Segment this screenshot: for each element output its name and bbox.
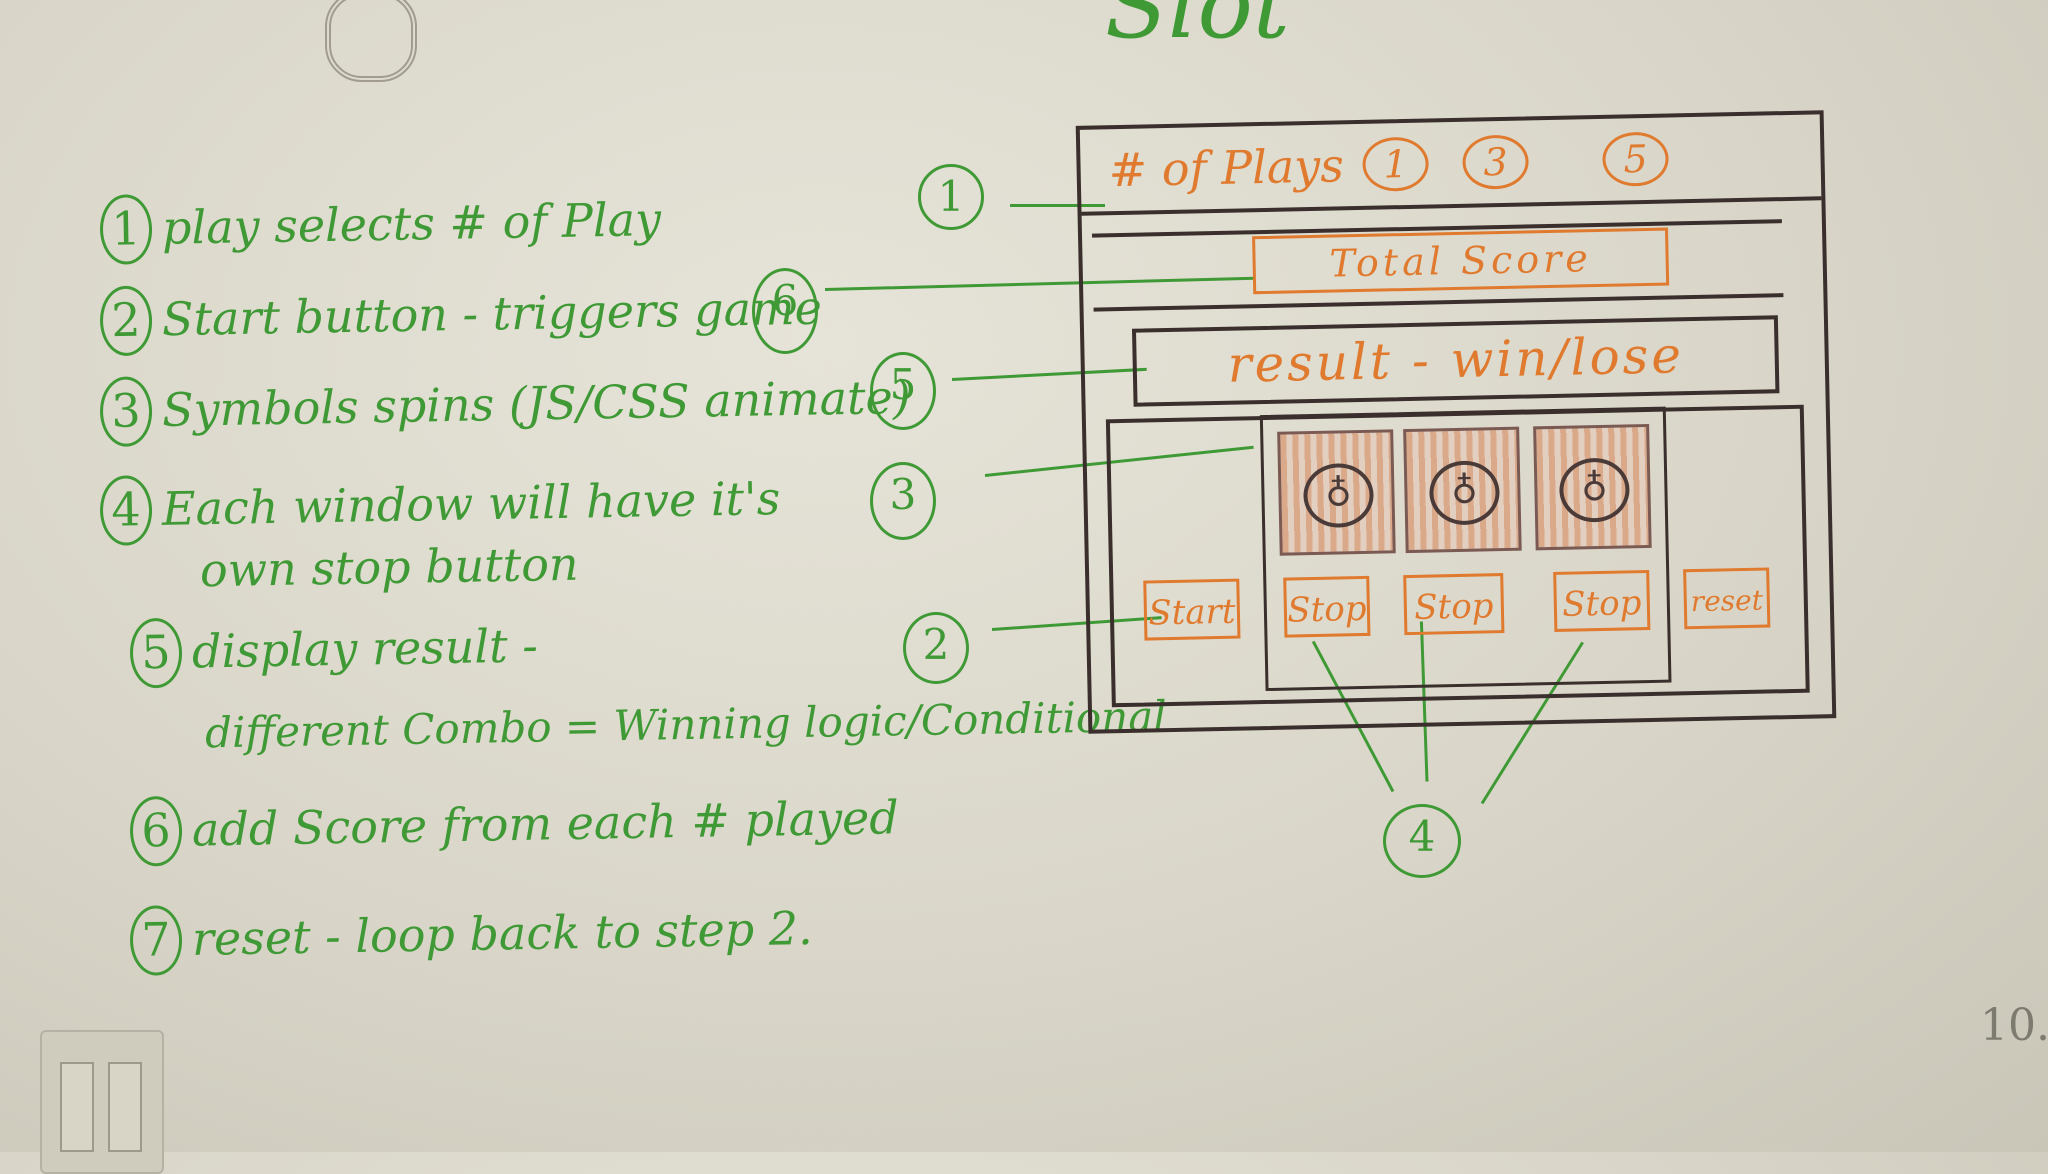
reel-area: ♁ ♁ ♁: [1259, 406, 1672, 692]
note-number: 3: [99, 376, 153, 448]
note-number: 6: [129, 795, 183, 867]
result-display: result - win/lose: [1131, 315, 1780, 407]
plays-label: # of Plays: [1108, 138, 1345, 198]
note-text: display result -: [191, 618, 539, 679]
note-text: different Combo = Winning logic/Conditio…: [204, 691, 1168, 758]
note-text: add Score from each # played: [191, 790, 900, 857]
apple-icon: ♁: [1428, 460, 1501, 526]
play-option-3[interactable]: 3: [1462, 134, 1530, 190]
note-number: 4: [99, 475, 153, 546]
reel-2: ♁: [1403, 426, 1522, 554]
light-switch: [40, 1030, 164, 1174]
divider: [1093, 293, 1784, 312]
plays-selector: # of Plays 1 3 5: [1079, 114, 1822, 216]
note-text: Each window will have it's: [161, 471, 781, 536]
note-number: 7: [129, 905, 183, 976]
note-number: 1: [99, 193, 153, 265]
note-4-continued: own stop button: [200, 537, 579, 598]
note-text: reset - loop back to step 2.: [191, 901, 814, 966]
board-heading: Slot: [1105, 0, 1290, 59]
edge-note: 10.: [1980, 1000, 2048, 1051]
callout-1: 1: [918, 164, 984, 230]
reel-3: ♁: [1533, 423, 1652, 551]
stop-button-3[interactable]: Stop: [1553, 569, 1651, 632]
start-button[interactable]: Start: [1143, 578, 1241, 641]
note-text: play selects # of Play: [161, 192, 662, 255]
apple-icon: ♁: [1558, 457, 1631, 523]
callout-4: 4: [1383, 804, 1461, 878]
callout-6: 6: [752, 268, 818, 354]
play-option-1[interactable]: 1: [1362, 136, 1430, 192]
callout-3: 3: [870, 462, 936, 540]
magnet-icon: [325, 0, 417, 82]
slot-wireframe: # of Plays 1 3 5 Total Score result - wi…: [1075, 110, 1837, 734]
reel-1: ♁: [1277, 429, 1396, 556]
note-5-continued: different Combo = Winning logic/Conditio…: [205, 692, 1167, 758]
note-text: Symbols spins (JS/CSS animate): [161, 369, 912, 437]
note-number: 5: [129, 617, 183, 689]
reset-button[interactable]: reset: [1683, 567, 1771, 630]
note-text: Start button - triggers game: [161, 280, 823, 347]
slot-machine: ♁ ♁ ♁ Start Stop Stop Stop reset: [1105, 404, 1810, 708]
note-text: own stop button: [199, 536, 579, 598]
apple-icon: ♁: [1302, 462, 1375, 529]
switch-toggle: [60, 1062, 94, 1152]
stop-button-2[interactable]: Stop: [1403, 573, 1505, 636]
play-option-5[interactable]: 5: [1601, 131, 1670, 187]
stop-button-1[interactable]: Stop: [1283, 575, 1371, 638]
callout-5: 5: [870, 352, 936, 430]
callout-2: 2: [903, 612, 969, 684]
note-number: 2: [99, 285, 153, 357]
switch-toggle: [108, 1062, 142, 1152]
total-score: Total Score: [1252, 227, 1670, 295]
leader-line: [1010, 204, 1105, 207]
